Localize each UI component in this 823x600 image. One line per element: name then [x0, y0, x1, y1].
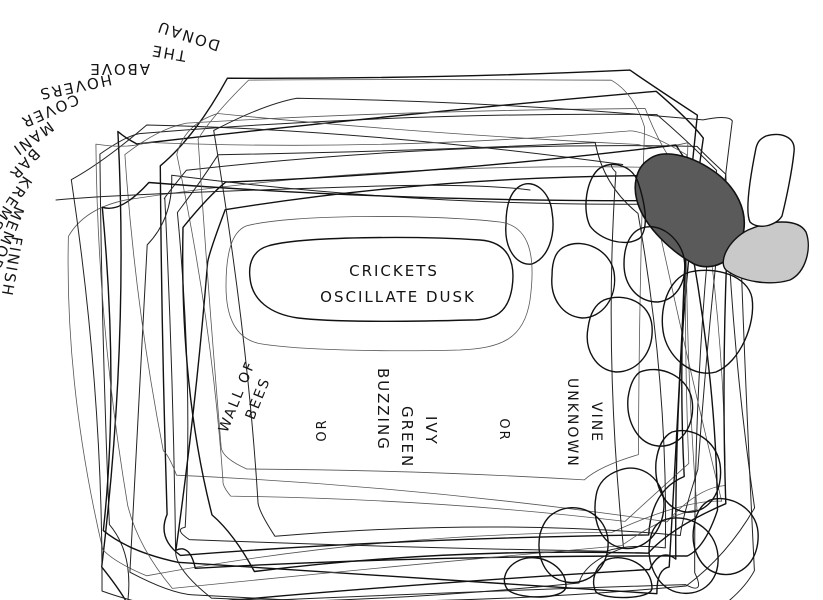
title-box — [248, 236, 514, 323]
arc-word: ABOVE — [88, 60, 150, 78]
box-line-1: CRICKETS — [349, 262, 439, 280]
or-left: OR — [315, 418, 330, 441]
scribble-loop — [159, 69, 699, 557]
scribble-loop — [163, 145, 756, 600]
scribble-loop — [95, 130, 698, 589]
scribble-loop — [176, 142, 667, 552]
middle-phrase-line-3: IVY — [422, 416, 440, 446]
scribble-loop — [182, 144, 729, 573]
light-rounded-shape — [722, 221, 809, 284]
scribble-loop — [101, 90, 704, 600]
scribble-loop — [175, 174, 719, 569]
right-phrase-line-2: VINE — [588, 402, 604, 443]
scribble-loop — [197, 79, 645, 481]
arc-words: DONAUTHEABOVEHOVERSCOVERMANIBARKREMSMEMO… — [0, 17, 222, 300]
right-phrase-line-1: UNKNOWN — [564, 378, 580, 468]
middle-phrase-line-1: BUZZING — [374, 368, 392, 451]
or-right: OR — [496, 418, 511, 441]
scribble-loop — [67, 166, 723, 577]
scribble-loop — [124, 108, 726, 523]
scribble-loop — [70, 124, 624, 600]
arc-word: THE — [149, 41, 188, 65]
box-line-2: OSCILLATE DUSK — [320, 288, 476, 306]
scribble-loop — [176, 113, 690, 522]
scribble-loop — [101, 181, 689, 595]
pointer-line — [55, 184, 531, 201]
scribble-loop — [213, 97, 733, 537]
stone-cluster — [503, 133, 809, 599]
white-tall-shape — [747, 133, 795, 227]
middle-phrase-line-2: GREEN — [398, 406, 416, 468]
